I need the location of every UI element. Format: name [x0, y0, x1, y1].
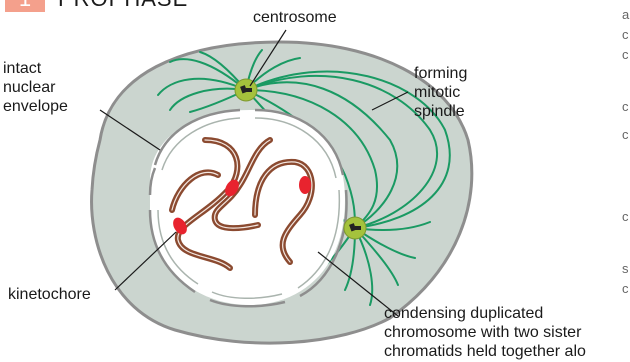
edge-fragment: a — [622, 8, 630, 21]
nucleus-interior — [150, 110, 345, 305]
edge-fragment: s — [622, 262, 630, 275]
label-kinetochore: kinetochore — [8, 285, 91, 304]
label-forming-mitotic-spindle: forming mitotic spindle — [414, 64, 467, 121]
kinetochore-marker — [299, 176, 311, 194]
edge-fragment: c — [622, 128, 630, 141]
edge-fragment: c — [622, 282, 630, 295]
centrosome-top — [235, 79, 257, 101]
label-centrosome: centrosome — [253, 8, 337, 27]
edge-fragment: c — [622, 28, 630, 41]
label-condensing-chromosome: condensing duplicated chromosome with tw… — [384, 304, 586, 361]
edge-fragment: c — [622, 210, 630, 223]
centrosome-bottom — [344, 217, 366, 239]
edge-fragment: c — [622, 100, 630, 113]
edge-fragment: c — [622, 48, 630, 61]
label-intact-nuclear-envelope: intact nuclear envelope — [3, 59, 68, 116]
